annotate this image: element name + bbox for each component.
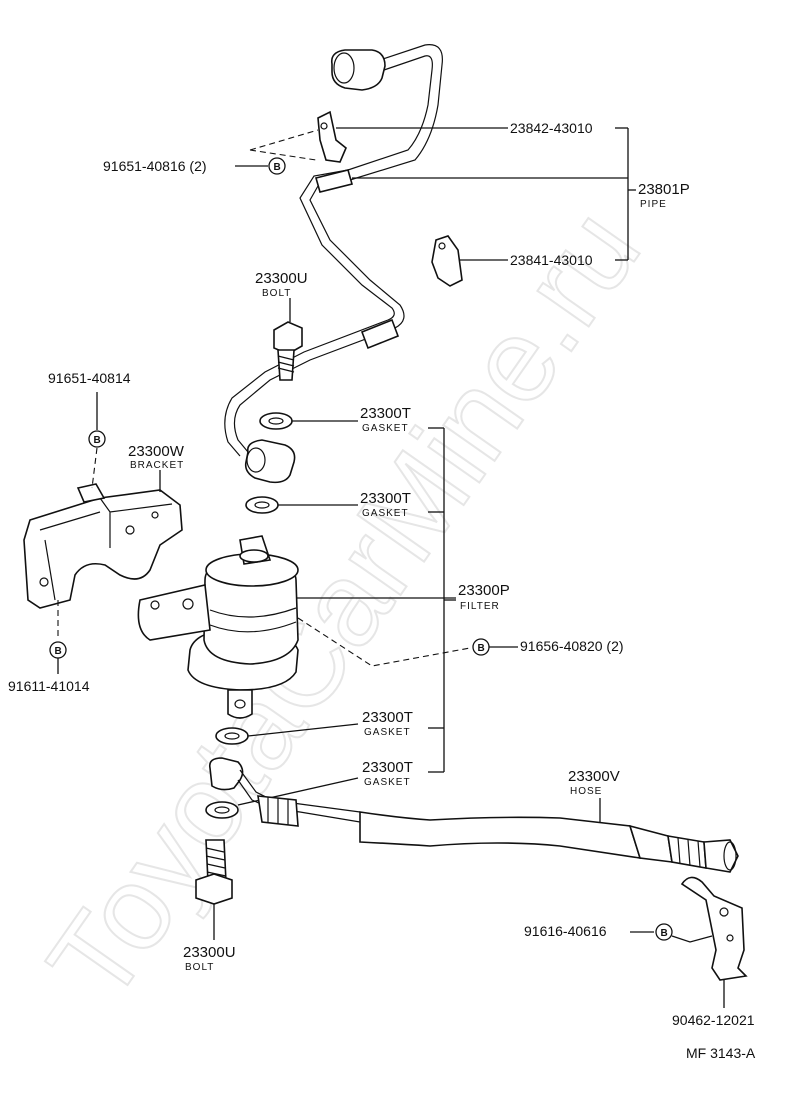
label-bolt-top-number: 23300U [255,270,308,287]
label-gasket-2-number: 23300T [360,490,411,507]
label-gasket-4-name: GASKET [364,777,411,788]
marker-b-filter: B [472,638,490,656]
clamp-lower [431,235,463,287]
marker-b-bracket-upper: B [88,430,106,448]
svg-text:B: B [55,646,62,657]
union-bolt-bottom [195,839,233,905]
label-gasket-2-name: GASKET [362,508,409,519]
svg-text:B: B [274,162,281,173]
label-hose-clamp: 90462-12021 [672,1012,755,1028]
label-clamp-lower: 23841-43010 [510,252,593,268]
gasket-1 [259,412,293,430]
label-gasket-1-number: 23300T [360,405,411,422]
pipe-sleeve-upper [315,169,353,193]
label-bolt-clamp-upper: 91651-40816 (2) [103,158,207,174]
marker-b-hose-clamp: B [655,923,673,941]
gasket-4 [205,801,239,819]
pipe-union-nut-top [330,49,386,91]
marker-b-bracket-lower: B [49,641,67,659]
label-filter-name: FILTER [460,601,500,612]
label-hose-number: 23300V [568,768,620,785]
fuel-hose [208,757,739,873]
label-pipe-name: PIPE [640,199,667,210]
drawing-code: MF 3143-A [686,1045,756,1061]
label-bracket-name: BRACKET [130,460,184,471]
label-clamp-upper: 23842-43010 [510,120,593,136]
pipe-sleeve-lower [360,318,400,350]
union-bolt-top [273,321,303,381]
label-gasket-3-name: GASKET [364,727,411,738]
pipe-union-fitting-bottom [244,439,296,484]
label-filter-number: 23300P [458,582,510,599]
marker-b-clamp: B [268,157,286,175]
label-hose-clamp-bolt: 91616-40616 [524,923,607,939]
label-filter-bolts: 91656-40820 (2) [520,638,624,654]
label-gasket-3-number: 23300T [362,709,413,726]
svg-text:B: B [94,435,101,446]
gasket-3 [215,727,249,745]
filter-bracket [23,483,183,609]
label-bolt-top-name: BOLT [262,288,291,299]
fuel-filter [137,535,299,719]
svg-text:B: B [661,928,668,939]
label-bolt-bottom-number: 23300U [183,944,236,961]
clamp-upper [317,110,347,163]
label-hose-name: HOSE [570,786,602,797]
label-bracket-bolt-upper: 91651-40814 [48,370,131,386]
hose-clamp-bracket [680,876,748,981]
watermark: ToyotaCarMine.ru [23,186,665,1025]
fuel-pipe [224,44,443,484]
gasket-2 [245,496,279,514]
label-pipe-number: 23801P [638,181,690,198]
label-bolt-bottom-name: BOLT [185,962,214,973]
label-bracket-number: 23300W [128,443,185,460]
svg-text:B: B [478,643,485,654]
label-gasket-4-number: 23300T [362,759,413,776]
label-bracket-bolt-lower: 91611-41014 [8,678,90,694]
label-gasket-1-name: GASKET [362,423,409,434]
